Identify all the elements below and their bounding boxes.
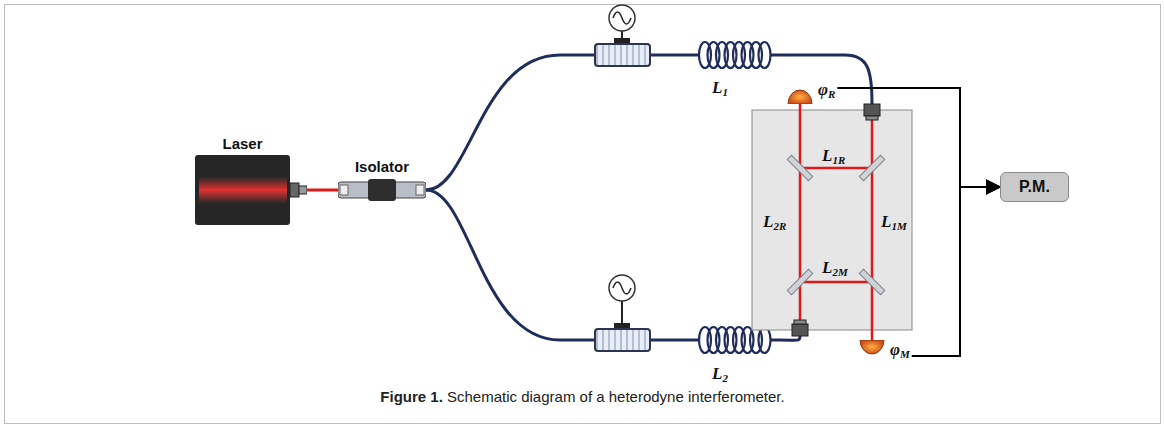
phasemeter-box: P.M. bbox=[1000, 172, 1069, 202]
component-label: Isolator bbox=[338, 156, 426, 178]
fiber-collimator bbox=[792, 104, 880, 336]
path-length-label: L2 bbox=[712, 364, 728, 388]
photodiode-symbol bbox=[787, 88, 813, 104]
photodiode-symbol bbox=[859, 340, 885, 356]
fiber bbox=[426, 190, 595, 340]
signal-wire bbox=[837, 88, 1000, 187]
path-length-label: L1M bbox=[881, 212, 907, 236]
laser-beam bbox=[800, 100, 872, 341]
signal-wire bbox=[912, 187, 1000, 356]
path-length-label: L2M bbox=[822, 258, 848, 282]
laser-source: Laser bbox=[195, 133, 307, 225]
beam-splitter bbox=[787, 155, 884, 294]
component-label: P.M. bbox=[1019, 176, 1050, 198]
path-length-label: L1R bbox=[822, 146, 845, 170]
component-label: Laser bbox=[195, 133, 290, 155]
optical-isolator: Isolator bbox=[338, 156, 426, 202]
beam-connector bbox=[307, 189, 338, 192]
acousto-optic-modulator bbox=[595, 5, 650, 66]
fiber bbox=[426, 55, 595, 190]
path-length-label: L2R bbox=[763, 212, 786, 236]
isolator-body bbox=[338, 178, 426, 202]
photodetector: φR bbox=[787, 80, 835, 104]
figure-frame bbox=[5, 5, 1161, 424]
laser-body bbox=[195, 155, 307, 225]
optical-bench bbox=[752, 110, 912, 330]
path-length-label: L1 bbox=[712, 78, 728, 102]
figure-caption: Figure 1. Schematic diagram of a heterod… bbox=[0, 388, 1165, 405]
detector-label: φR bbox=[818, 80, 835, 104]
photodetector: φM bbox=[859, 340, 910, 364]
acousto-optic-modulator bbox=[595, 275, 650, 351]
detector-label: φM bbox=[890, 340, 910, 364]
